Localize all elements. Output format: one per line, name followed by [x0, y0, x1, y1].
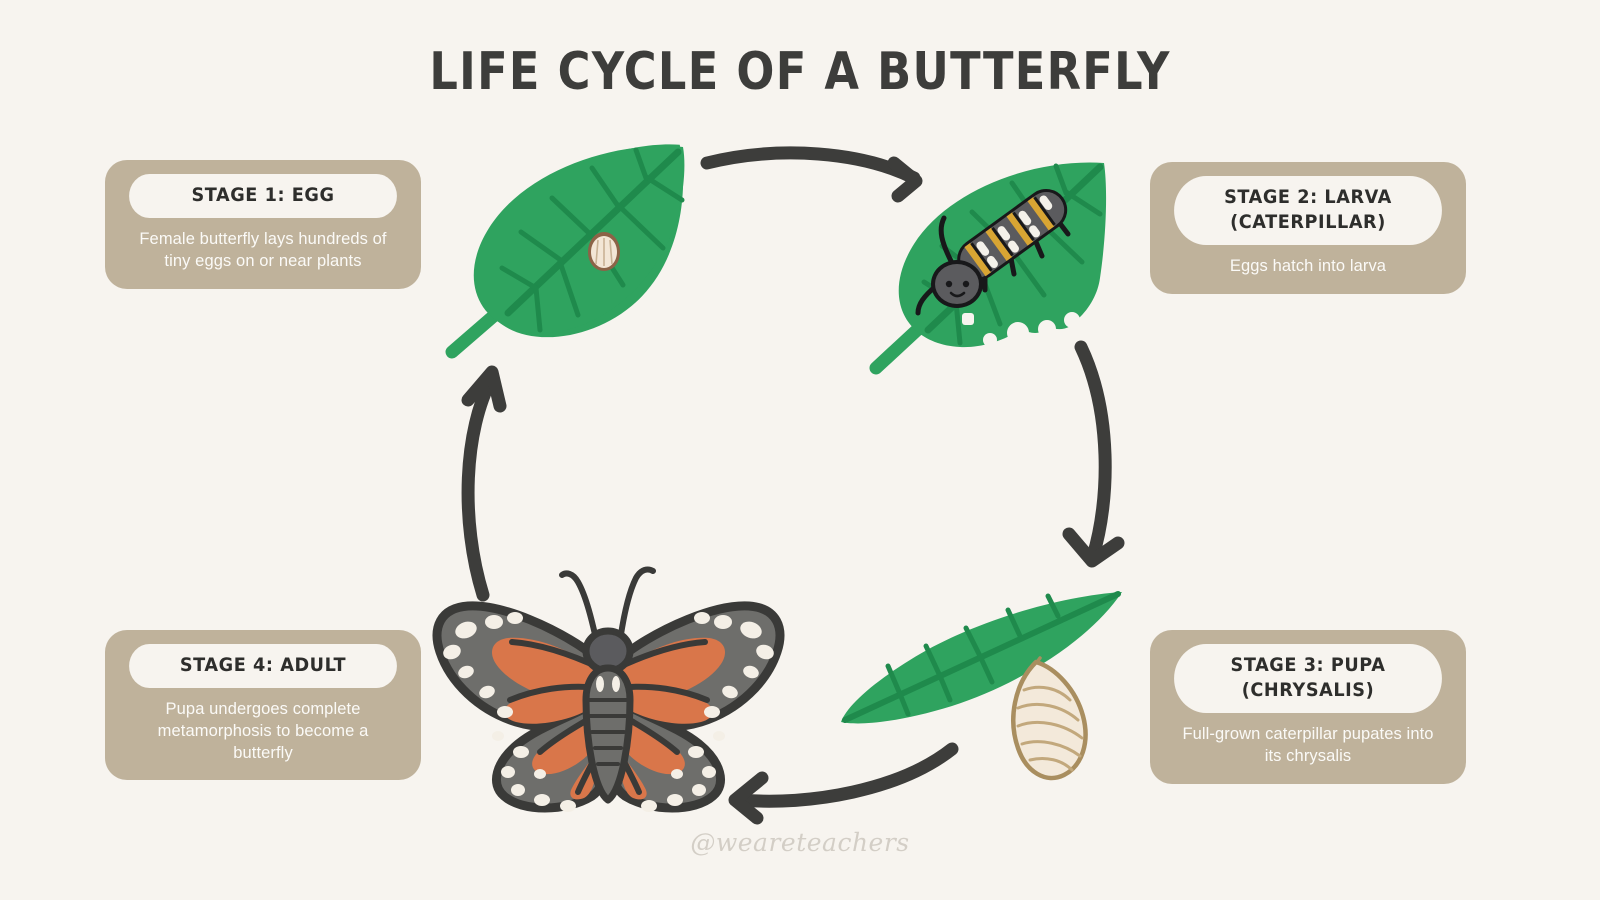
- stage-card-larva[interactable]: STAGE 2: LARVA(CATERPILLAR) Eggs hatch i…: [1150, 162, 1466, 294]
- stage-card-adult[interactable]: STAGE 4: ADULT Pupa undergoes complete m…: [105, 630, 421, 781]
- stage-description-pupa: Full-grown caterpillar pupates into its …: [1182, 725, 1434, 765]
- leaf-with-egg-illustration: [445, 144, 685, 359]
- stage-card-pupa[interactable]: STAGE 3: PUPA(CHRYSALIS) Full-grown cate…: [1150, 630, 1466, 784]
- monarch-butterfly-icon: [432, 566, 785, 813]
- watermark: @weareteachers: [690, 828, 910, 857]
- leaf-with-chrysalis-illustration: [841, 591, 1122, 781]
- leaf-with-caterpillar-illustration: [869, 162, 1107, 375]
- arrow-larva-to-pupa: [1062, 340, 1125, 568]
- arrow-adult-to-egg: [461, 365, 507, 602]
- butterfly-egg-icon: [588, 232, 620, 271]
- stage-title-egg: STAGE 1: EGG: [129, 174, 397, 219]
- caterpillar-icon: [915, 188, 1071, 316]
- chrysalis-icon: [1011, 656, 1088, 781]
- stage-title-larva: STAGE 2: LARVA(CATERPILLAR): [1174, 176, 1442, 246]
- stage-description-egg: Female butterfly lays hundreds of tiny e…: [139, 230, 387, 270]
- page-title: LIFE CYCLE OF A BUTTERFLY: [429, 42, 1171, 102]
- stage-title-adult: STAGE 4: ADULT: [129, 644, 397, 689]
- stage-card-egg[interactable]: STAGE 1: EGG Female butterfly lays hundr…: [105, 160, 421, 289]
- arrow-egg-to-larva: [700, 146, 923, 203]
- stage-description-larva: Eggs hatch into larva: [1229, 257, 1387, 276]
- stage-description-adult: Pupa undergoes complete metamorphosis to…: [157, 700, 369, 762]
- arrow-pupa-to-adult: [728, 742, 959, 825]
- stage-title-pupa: STAGE 3: PUPA(CHRYSALIS): [1174, 644, 1442, 714]
